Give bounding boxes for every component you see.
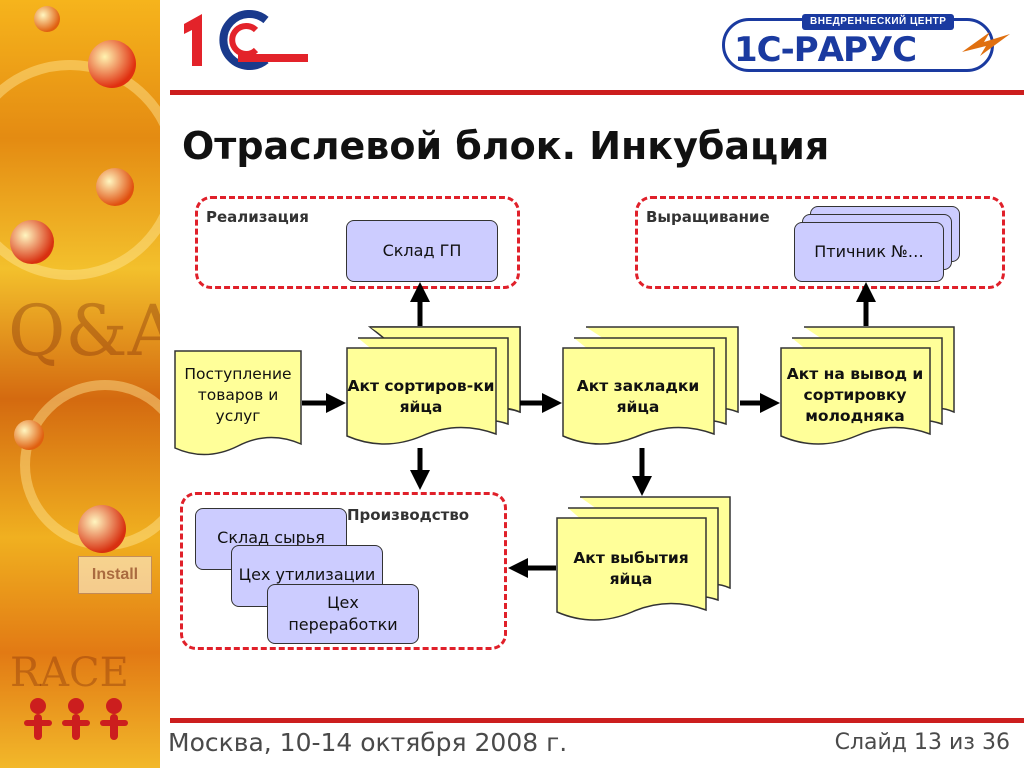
- warehouse-finished-goods: Склад ГП: [346, 220, 498, 282]
- rarus-badge: ВНЕДРЕНЧЕСКИЙ ЦЕНТР: [802, 14, 955, 30]
- footer-slide-number: Слайд 13 из 36: [834, 730, 1010, 755]
- footer-divider: [170, 718, 1024, 723]
- doc-disposal: Акт выбытия яйца: [573, 549, 689, 588]
- onec-logo: 1С: [178, 8, 310, 70]
- doc-laying-shape: [562, 326, 739, 445]
- header-divider: [170, 90, 1024, 95]
- doc-disposal-shape: [556, 496, 731, 621]
- doc-output-shape: [780, 326, 955, 445]
- slide-title: Отраслевой блок. Инкубация: [182, 124, 830, 168]
- processing-workshop: Цех переработки: [267, 584, 419, 644]
- doc-receipt-shape: [174, 350, 302, 456]
- doc-sorting: Акт сортиров-ки яйца: [347, 377, 495, 416]
- region-production: [180, 492, 507, 650]
- region-growing-label: Выращивание: [646, 208, 770, 226]
- region-growing: [635, 196, 1005, 289]
- region-sales: [195, 196, 520, 289]
- doc-receipt: Поступление товаров и услуг: [184, 365, 292, 425]
- rarus-logo: ВНЕДРЕНЧЕСКИЙ ЦЕНТР 1С-РАРУС: [722, 14, 1014, 76]
- doc-laying: Акт закладки яйца: [576, 377, 700, 416]
- region-sales-label: Реализация: [206, 208, 309, 226]
- footer-location-date: Москва, 10-14 октября 2008 г.: [168, 728, 568, 757]
- poultry-house: Птичник №…: [794, 222, 944, 282]
- doc-output: Акт на вывод и сортировку молодняка: [786, 365, 924, 425]
- doc-sorting-shape: [346, 326, 521, 445]
- region-production-label: Производство: [347, 506, 470, 524]
- rarus-logo-text: 1С-РАРУС: [734, 30, 917, 70]
- decorative-side-panel: Q&A RACE Install: [0, 0, 160, 768]
